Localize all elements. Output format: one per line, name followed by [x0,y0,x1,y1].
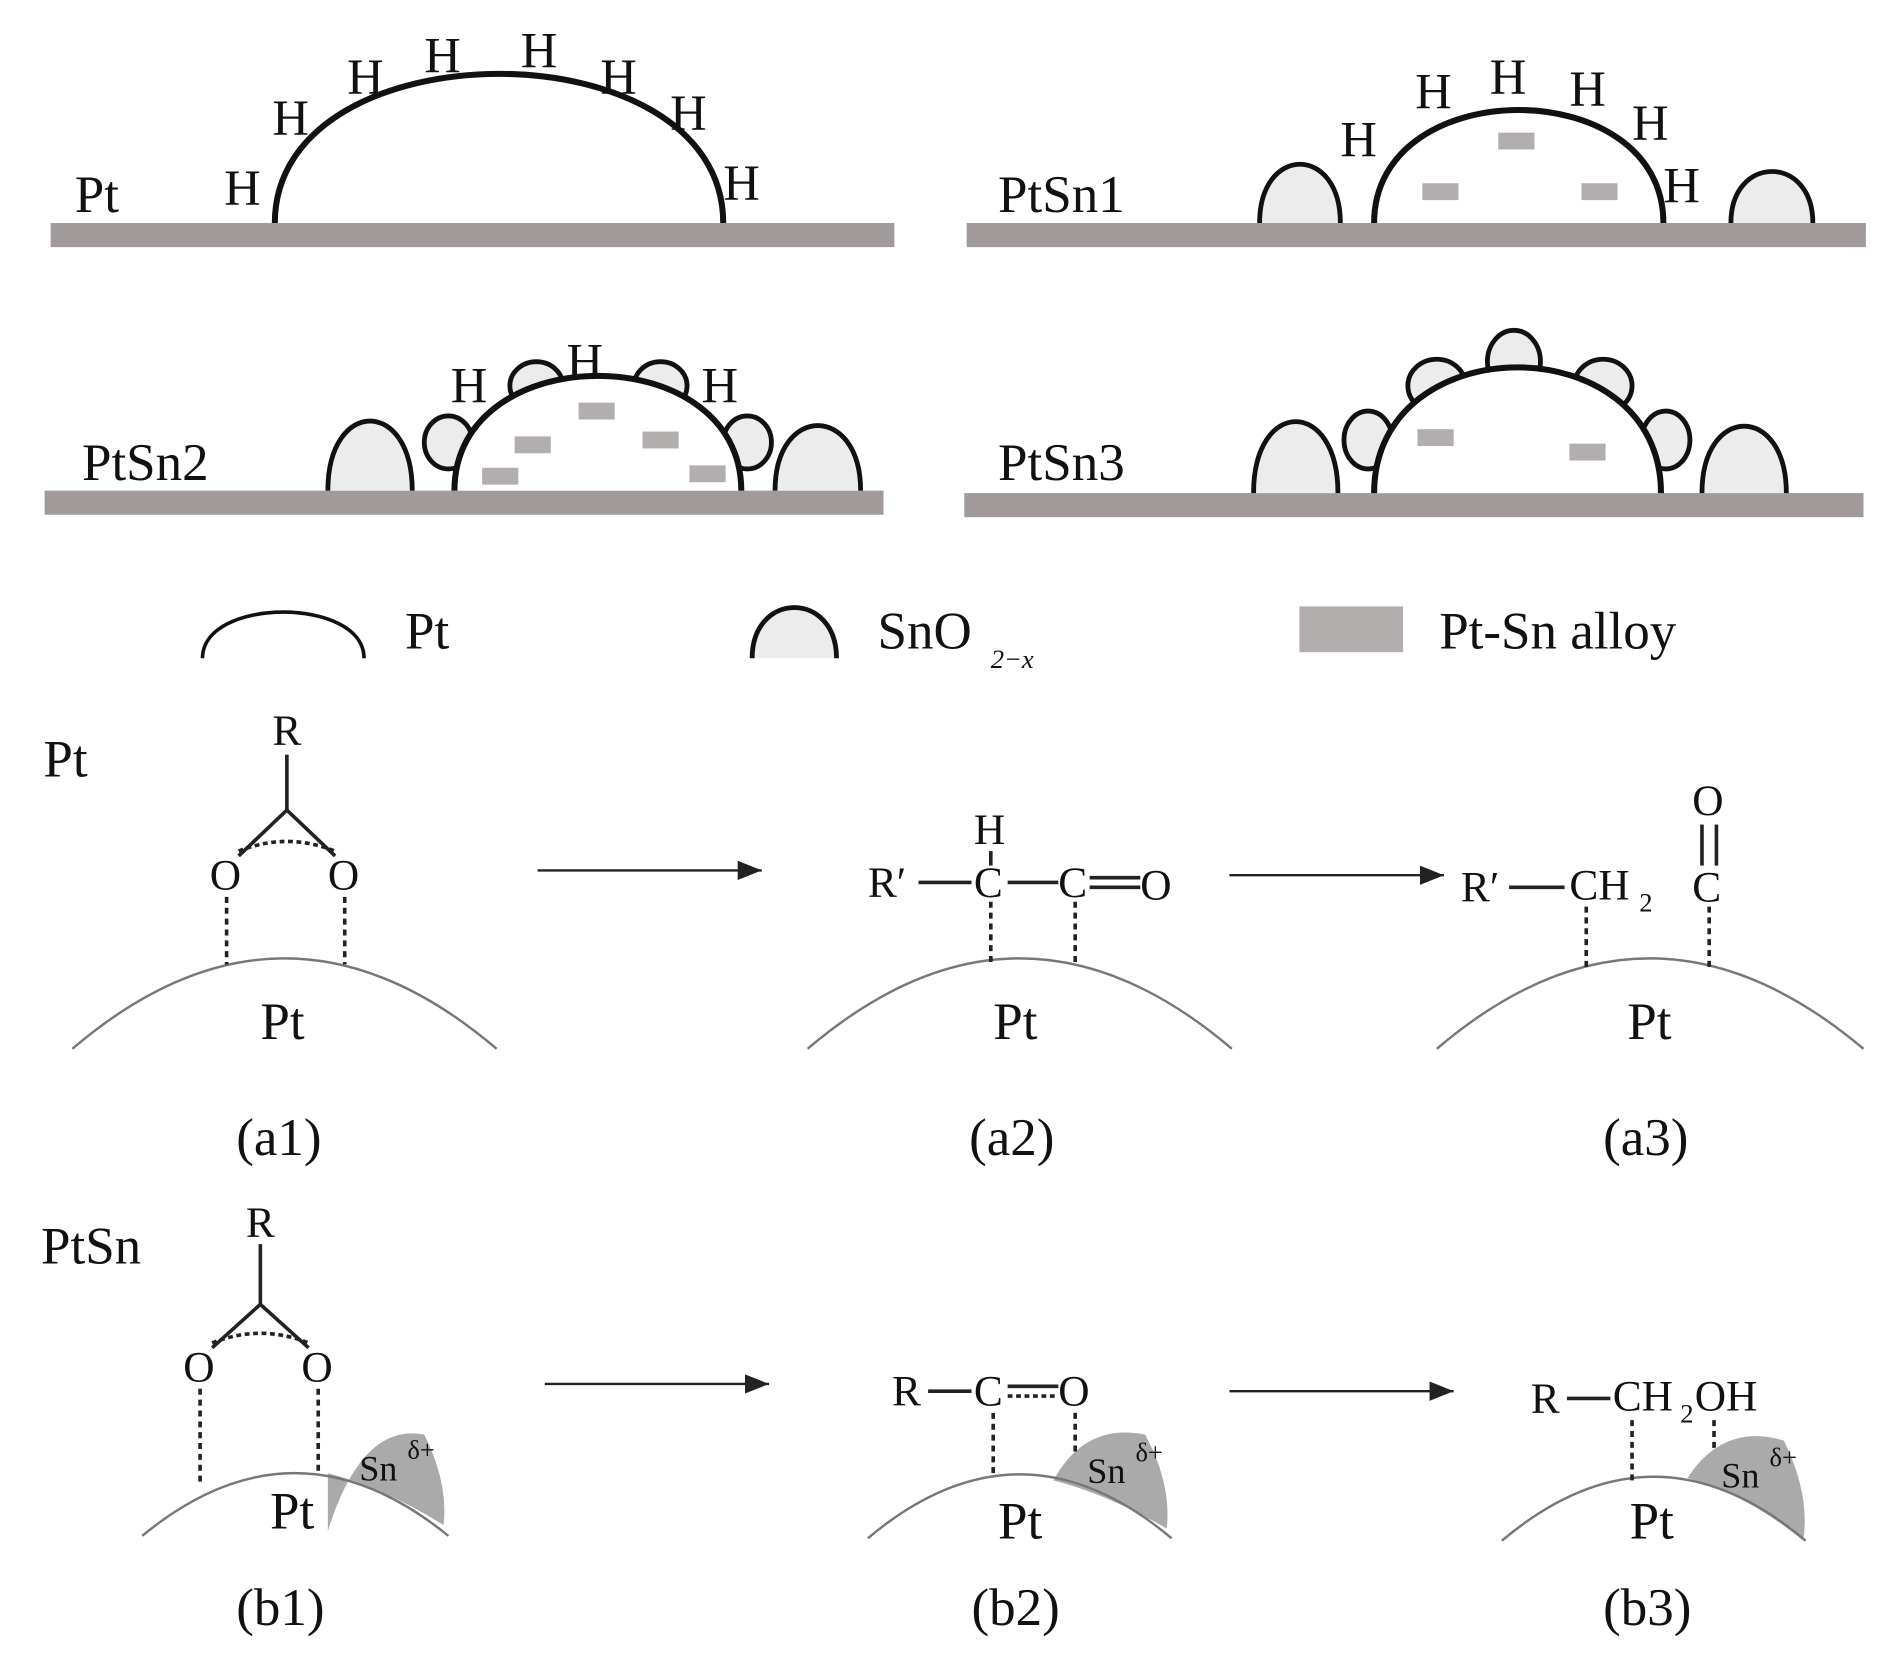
legend-pt-symbol [200,610,366,659]
mechanism-row-a: Pt Pt R O O (a1) Pt H R′ C C O (a2) Pt R′… [43,707,1865,1167]
svg-text:C: C [974,859,1003,907]
svg-text:δ+: δ+ [1769,1442,1796,1472]
svg-text:H: H [1490,49,1527,105]
legend-sno-symbol [749,605,839,659]
svg-text:H: H [1415,63,1452,119]
svg-text:O: O [1058,1368,1089,1416]
svg-text:H: H [1663,158,1700,214]
panel-label: PtSn1 [998,166,1125,224]
svg-text:H: H [272,90,309,146]
legend-alloy-symbol [1299,606,1404,653]
svg-text:O: O [1140,861,1171,909]
svg-text:C: C [1058,859,1087,907]
svg-text:C: C [1692,864,1721,912]
svg-text:Pt: Pt [270,1483,314,1541]
svg-text:Pt: Pt [1627,993,1671,1051]
svg-text:2: 2 [1680,1399,1693,1429]
svg-text:H: H [723,155,760,211]
svg-text:CH: CH [1569,861,1629,909]
svg-text:R′: R′ [868,859,906,907]
svg-text:H: H [224,160,261,216]
svg-text:2: 2 [1639,887,1652,917]
caption: (b1) [236,1579,324,1637]
panel-label: Pt [75,166,119,224]
svg-text:δ+: δ+ [407,1435,434,1465]
svg-text:H: H [1340,112,1377,168]
svg-text:O: O [328,852,359,900]
svg-text:H: H [1569,61,1606,117]
svg-text:Sn: Sn [359,1448,397,1488]
panel-label: PtSn3 [998,434,1125,492]
svg-text:H: H [670,85,707,141]
svg-text:R: R [892,1368,921,1416]
svg-text:R′: R′ [1461,864,1499,912]
svg-text:H: H [451,358,488,414]
svg-text:R: R [246,1199,275,1247]
svg-text:H: H [702,358,739,414]
svg-text:OH: OH [1695,1372,1758,1420]
svg-text:O: O [183,1344,214,1392]
panel-ptsn3: PtSn3 [964,327,1864,518]
caption: (a2) [969,1109,1054,1167]
panel-label: PtSn2 [82,434,209,492]
svg-text:H: H [424,27,461,83]
svg-text:Sn: Sn [1087,1451,1125,1491]
svg-text:O: O [1692,777,1723,825]
legend-alloy-label: Pt-Sn alloy [1439,603,1677,661]
svg-text:CH: CH [1613,1372,1673,1420]
svg-text:R: R [1531,1375,1560,1423]
legend-sno-label: SnO [878,603,972,661]
svg-text:Pt: Pt [260,993,304,1051]
legend: Pt SnO 2−x Pt-Sn alloy [200,603,1677,674]
svg-text:H: H [347,49,384,105]
svg-text:H: H [600,49,637,105]
pt-particle [271,70,727,224]
support-bar [50,223,895,248]
svg-text:H: H [567,334,604,390]
svg-text:Pt: Pt [1630,1492,1674,1550]
svg-text:O: O [210,852,241,900]
svg-text:δ+: δ+ [1135,1437,1162,1467]
svg-text:2−x: 2−x [991,644,1034,674]
caption: (a1) [236,1109,321,1167]
svg-text:R: R [272,707,301,755]
caption: (b2) [972,1579,1060,1637]
svg-text:O: O [301,1344,332,1392]
svg-text:H: H [974,806,1005,854]
svg-text:H: H [1632,95,1669,151]
svg-text:Pt: Pt [998,1492,1042,1550]
legend-pt-label: Pt [405,603,449,661]
caption: (a3) [1603,1109,1688,1167]
panel-ptsn2: PtSn2 H H H [44,334,884,515]
svg-text:C: C [974,1368,1003,1416]
caption: (b3) [1603,1579,1691,1637]
svg-text:Sn: Sn [1721,1456,1759,1496]
row-title: PtSn [41,1217,141,1275]
row-title: Pt [43,730,87,788]
svg-text:H: H [521,23,558,79]
svg-text:Pt: Pt [993,993,1037,1051]
